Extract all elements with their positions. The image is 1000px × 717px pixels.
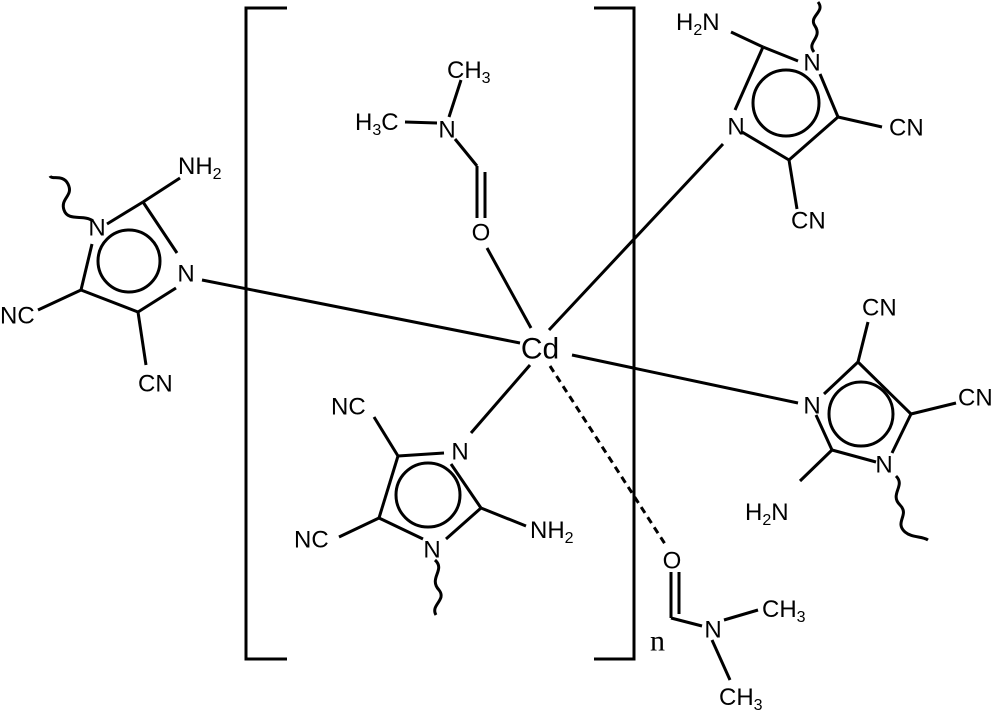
cyano-label: CN <box>958 385 993 412</box>
imidazole-ligand-bottom: N N NC NC NH2 <box>294 394 574 616</box>
left-bracket <box>244 6 287 661</box>
nitrogen-label: N <box>88 215 105 242</box>
nitrogen-label: N <box>423 537 440 564</box>
repeat-index-label: n <box>650 625 665 658</box>
dmf-ligand-top: CH3 H3C N O <box>355 57 491 247</box>
imidazole-ligand-bottom-right: N N CN CN H2N <box>745 295 993 542</box>
nitrogen-label: N <box>727 114 744 141</box>
imidazole-ligand-left: N N NH2 NC CN <box>0 153 222 398</box>
cyano-label: NC <box>294 527 329 554</box>
amino-label: H2N <box>676 9 720 39</box>
cyano-label: NC <box>0 303 35 330</box>
methyl-label-top: CH3 <box>447 57 491 87</box>
methyl-label-bottom: CH3 <box>719 684 763 714</box>
cyano-label: NC <box>331 394 366 421</box>
amino-label: NH2 <box>530 517 574 547</box>
amino-label: NH2 <box>178 153 222 183</box>
coordination-bonds <box>201 142 799 545</box>
nitrogen-label: N <box>803 393 820 420</box>
methyl-label-right: CH3 <box>762 596 806 626</box>
nitrogen-label: N <box>875 452 892 479</box>
cadmium-atom-label: Cd <box>521 333 559 366</box>
nitrogen-label: N <box>704 617 721 644</box>
nitrogen-label: N <box>803 50 820 77</box>
methyl-label-left: H3C <box>355 109 399 139</box>
nitrogen-label: N <box>451 439 468 466</box>
cyano-label: CN <box>862 295 897 322</box>
oxygen-label: O <box>663 548 682 575</box>
nitrogen-label: N <box>438 117 455 144</box>
cyano-label: CN <box>889 115 924 142</box>
oxygen-label: O <box>472 220 491 247</box>
right-bracket <box>594 6 636 661</box>
amino-label: H2N <box>745 499 789 529</box>
cyano-label: CN <box>138 371 173 398</box>
dmf-ligand-bottom: O N CH3 CH3 <box>663 548 806 714</box>
cyano-label: CN <box>791 208 826 235</box>
imidazole-ligand-top-right: N N H2N CN CN <box>676 1 924 235</box>
nitrogen-label: N <box>177 261 194 288</box>
